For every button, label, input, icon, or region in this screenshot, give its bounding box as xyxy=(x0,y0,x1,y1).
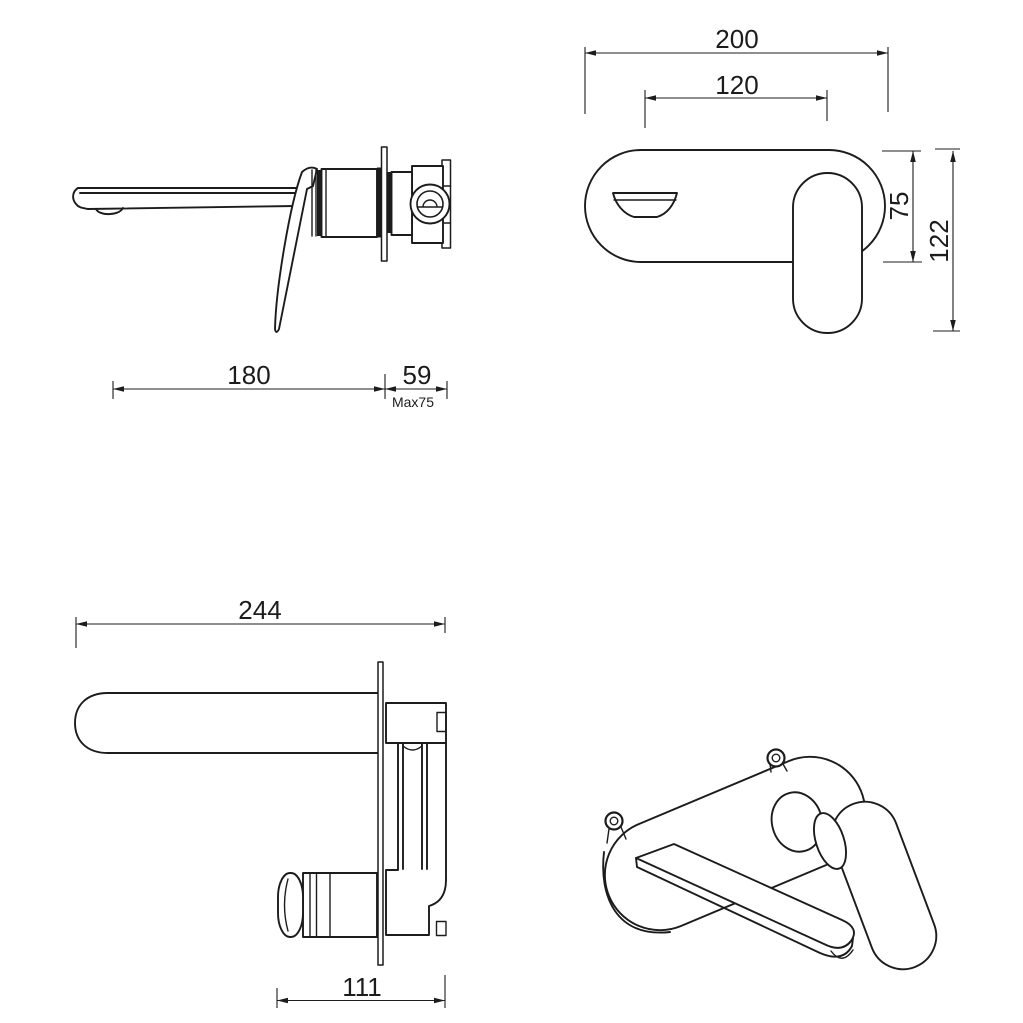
mounting-hook-left-stem xyxy=(606,826,627,844)
arrowhead xyxy=(76,621,87,627)
spout-tip xyxy=(72,187,89,210)
handle-plan-body xyxy=(302,872,378,938)
dim-200-label: 200 xyxy=(715,24,758,54)
mounting-hook-right-eye xyxy=(771,753,781,763)
dim-75-label: 75 xyxy=(884,192,914,221)
arrowhead xyxy=(950,151,956,162)
top-dim-lines xyxy=(76,623,445,1002)
top-extension-lines xyxy=(75,617,446,1008)
arrowhead xyxy=(816,95,827,101)
mounting-hook-left-eye xyxy=(609,816,619,826)
handle-cap-curve xyxy=(283,878,289,932)
mixer-handle xyxy=(792,172,863,334)
mounting-hook-right xyxy=(766,748,786,768)
inlet-housing-tab xyxy=(436,711,447,733)
spout-bottom-edge xyxy=(87,205,297,210)
handle-lever xyxy=(274,166,318,333)
spout-3d-aerator xyxy=(830,949,854,959)
arrowhead xyxy=(385,386,396,392)
cartridge-sleeve-lines xyxy=(311,169,317,237)
dim-244-label: 244 xyxy=(238,595,281,625)
dim-max75-note: Max75 xyxy=(392,394,434,410)
wall-plate-plan xyxy=(377,661,384,966)
mounting-hook-right-stem xyxy=(769,763,788,773)
valve-stem-lines xyxy=(397,742,447,881)
lower-bracket-plan xyxy=(385,869,447,936)
seal-ring-front xyxy=(317,170,322,236)
arrowhead xyxy=(910,151,916,162)
spout-plan xyxy=(74,692,381,754)
handle-3d xyxy=(830,800,938,971)
inlet-port-detail xyxy=(416,199,444,208)
arrowhead xyxy=(950,320,956,331)
backplate-thickness xyxy=(602,851,671,934)
handle-plan-cap xyxy=(277,872,304,938)
dim-120-label: 120 xyxy=(715,70,758,100)
arrowhead xyxy=(434,997,445,1004)
top-view: 244 111 xyxy=(74,595,447,1008)
aerator-bump xyxy=(95,207,124,216)
arrowhead xyxy=(645,95,656,101)
dim-180-label: 180 xyxy=(227,360,270,390)
dim-59-label: 59 xyxy=(403,360,432,390)
lower-bracket-tab xyxy=(435,920,447,937)
front-view: 200 120 75 122 xyxy=(584,24,960,334)
arrowhead xyxy=(436,386,447,392)
cartridge-body xyxy=(320,168,378,238)
handle-collar xyxy=(813,812,847,870)
arrowhead xyxy=(374,386,385,392)
arrowhead xyxy=(277,997,288,1004)
seal-ring-rear xyxy=(387,172,392,233)
front-dim-lines xyxy=(585,52,954,331)
side-extension-lines xyxy=(112,374,448,399)
dim-111-label: 111 xyxy=(342,972,382,1002)
dim-122-label: 122 xyxy=(924,219,954,262)
concealed-housing xyxy=(390,171,413,236)
arrowhead xyxy=(585,50,596,56)
arrowhead xyxy=(434,621,445,627)
mounting-hook-left xyxy=(604,811,624,831)
valve-stem-bridge xyxy=(402,745,423,751)
spout-3d-top xyxy=(635,843,855,949)
handle-plan-rings xyxy=(309,872,331,938)
front-extension-lines xyxy=(584,47,960,332)
arrowhead xyxy=(910,251,916,262)
inlet-port-inner xyxy=(416,190,444,218)
spout-3d-thickness xyxy=(635,857,854,958)
arrowhead xyxy=(113,386,124,392)
side-view: 180 59 Max75 xyxy=(72,146,452,410)
wall-plate-edge xyxy=(380,146,388,262)
perspective-view xyxy=(602,748,938,971)
seal-ring-mid xyxy=(377,167,382,238)
arrowhead xyxy=(877,50,888,56)
